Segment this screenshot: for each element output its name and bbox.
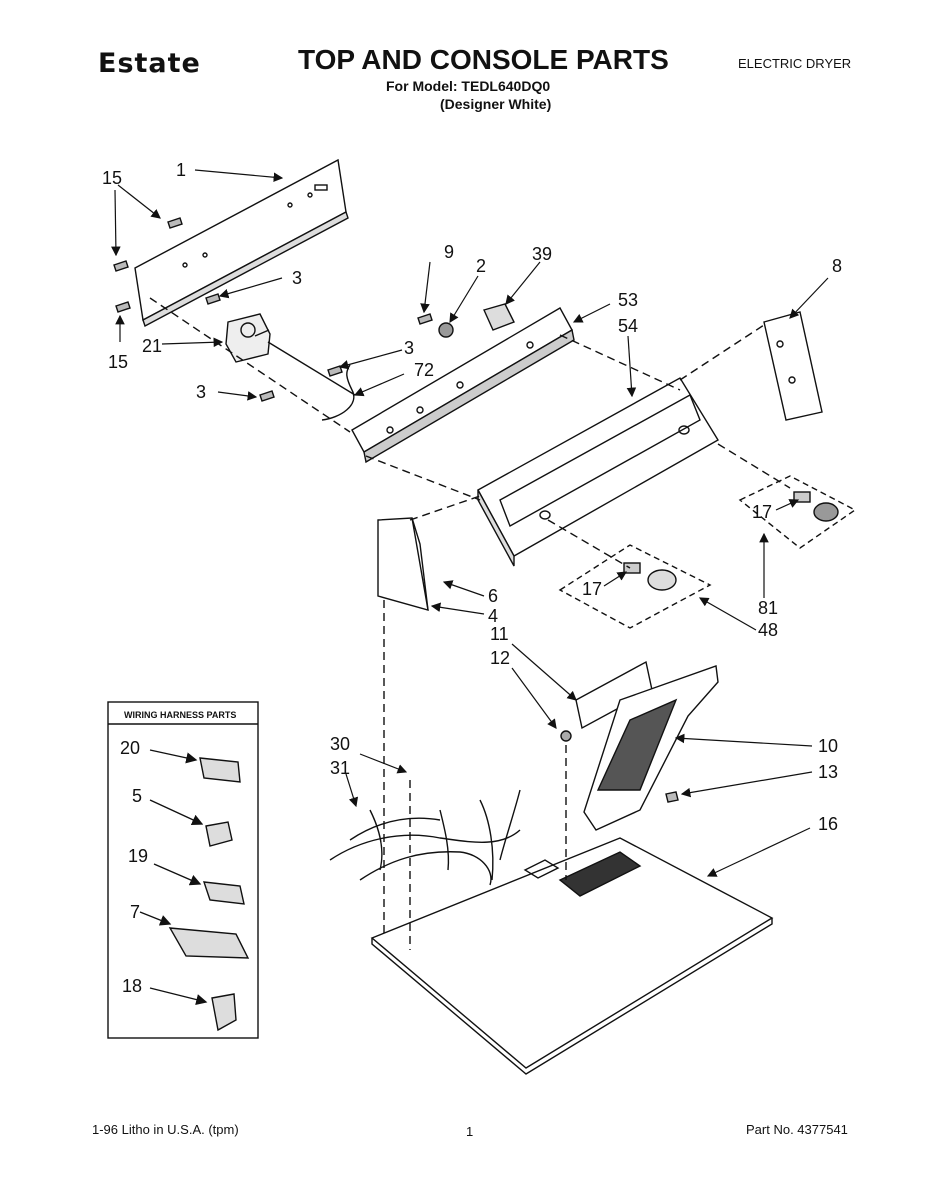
callout-12: 12	[490, 648, 510, 668]
callout-20: 20	[120, 738, 140, 758]
model-line: For Model: TEDL640DQ0	[386, 78, 551, 94]
callout-17-right: 17	[752, 502, 772, 522]
callout-15-top: 15	[102, 168, 122, 188]
timer-21	[225, 313, 356, 396]
callout-19: 19	[128, 846, 148, 866]
callout-15-bottom: 15	[108, 352, 128, 372]
product-category: ELECTRIC DRYER	[738, 56, 852, 71]
color-line: (Designer White)	[440, 96, 552, 112]
callout-2: 2	[476, 256, 486, 276]
callout-11: 11	[490, 624, 509, 644]
callout-6: 6	[488, 586, 498, 606]
screw-15-group	[113, 217, 183, 313]
print-info: 1-96 Litho in U.S.A. (tpm)	[92, 1122, 239, 1137]
dryer-top-16	[370, 837, 774, 1075]
callout-31: 31	[330, 758, 350, 778]
harness-parts-box	[107, 701, 259, 1039]
callout-5: 5	[132, 786, 142, 806]
callout-48: 48	[758, 620, 778, 640]
console-54	[477, 377, 719, 567]
end-cap-4	[377, 517, 429, 611]
callout-9: 9	[444, 242, 454, 262]
callout-3-c: 3	[196, 382, 206, 402]
callout-21: 21	[142, 336, 162, 356]
brand-logo: Estate	[98, 48, 201, 79]
knob-group-right	[738, 475, 857, 549]
callout-4: 4	[488, 606, 498, 626]
callout-39: 39	[532, 244, 552, 264]
callout-30: 30	[330, 734, 350, 754]
callout-7: 7	[130, 902, 140, 922]
callout-72: 72	[414, 360, 434, 380]
harness-title: WIRING HARNESS PARTS	[124, 710, 236, 720]
callout-10: 10	[818, 736, 838, 756]
callout-3-b: 3	[404, 338, 414, 358]
callout-54: 54	[618, 316, 638, 336]
callout-3-a: 3	[292, 268, 302, 288]
page-number: 1	[466, 1124, 474, 1139]
rear-console-panel	[134, 158, 349, 328]
callout-17-center: 17	[582, 579, 602, 599]
lint-screen	[583, 665, 719, 831]
callout-53: 53	[618, 290, 638, 310]
callout-13: 13	[818, 762, 838, 782]
control-bracket	[351, 307, 575, 464]
knob-group-center	[558, 544, 712, 629]
callout-18: 18	[122, 976, 142, 996]
page-title: TOP AND CONSOLE PARTS	[298, 44, 669, 75]
callout-81: 81	[758, 598, 778, 618]
end-cap-8	[763, 311, 823, 421]
callout-8: 8	[832, 256, 842, 276]
part-number: Part No. 4377541	[746, 1122, 848, 1137]
wire-harness-31	[329, 789, 521, 886]
callout-1: 1	[176, 160, 186, 180]
callout-16: 16	[818, 814, 838, 834]
